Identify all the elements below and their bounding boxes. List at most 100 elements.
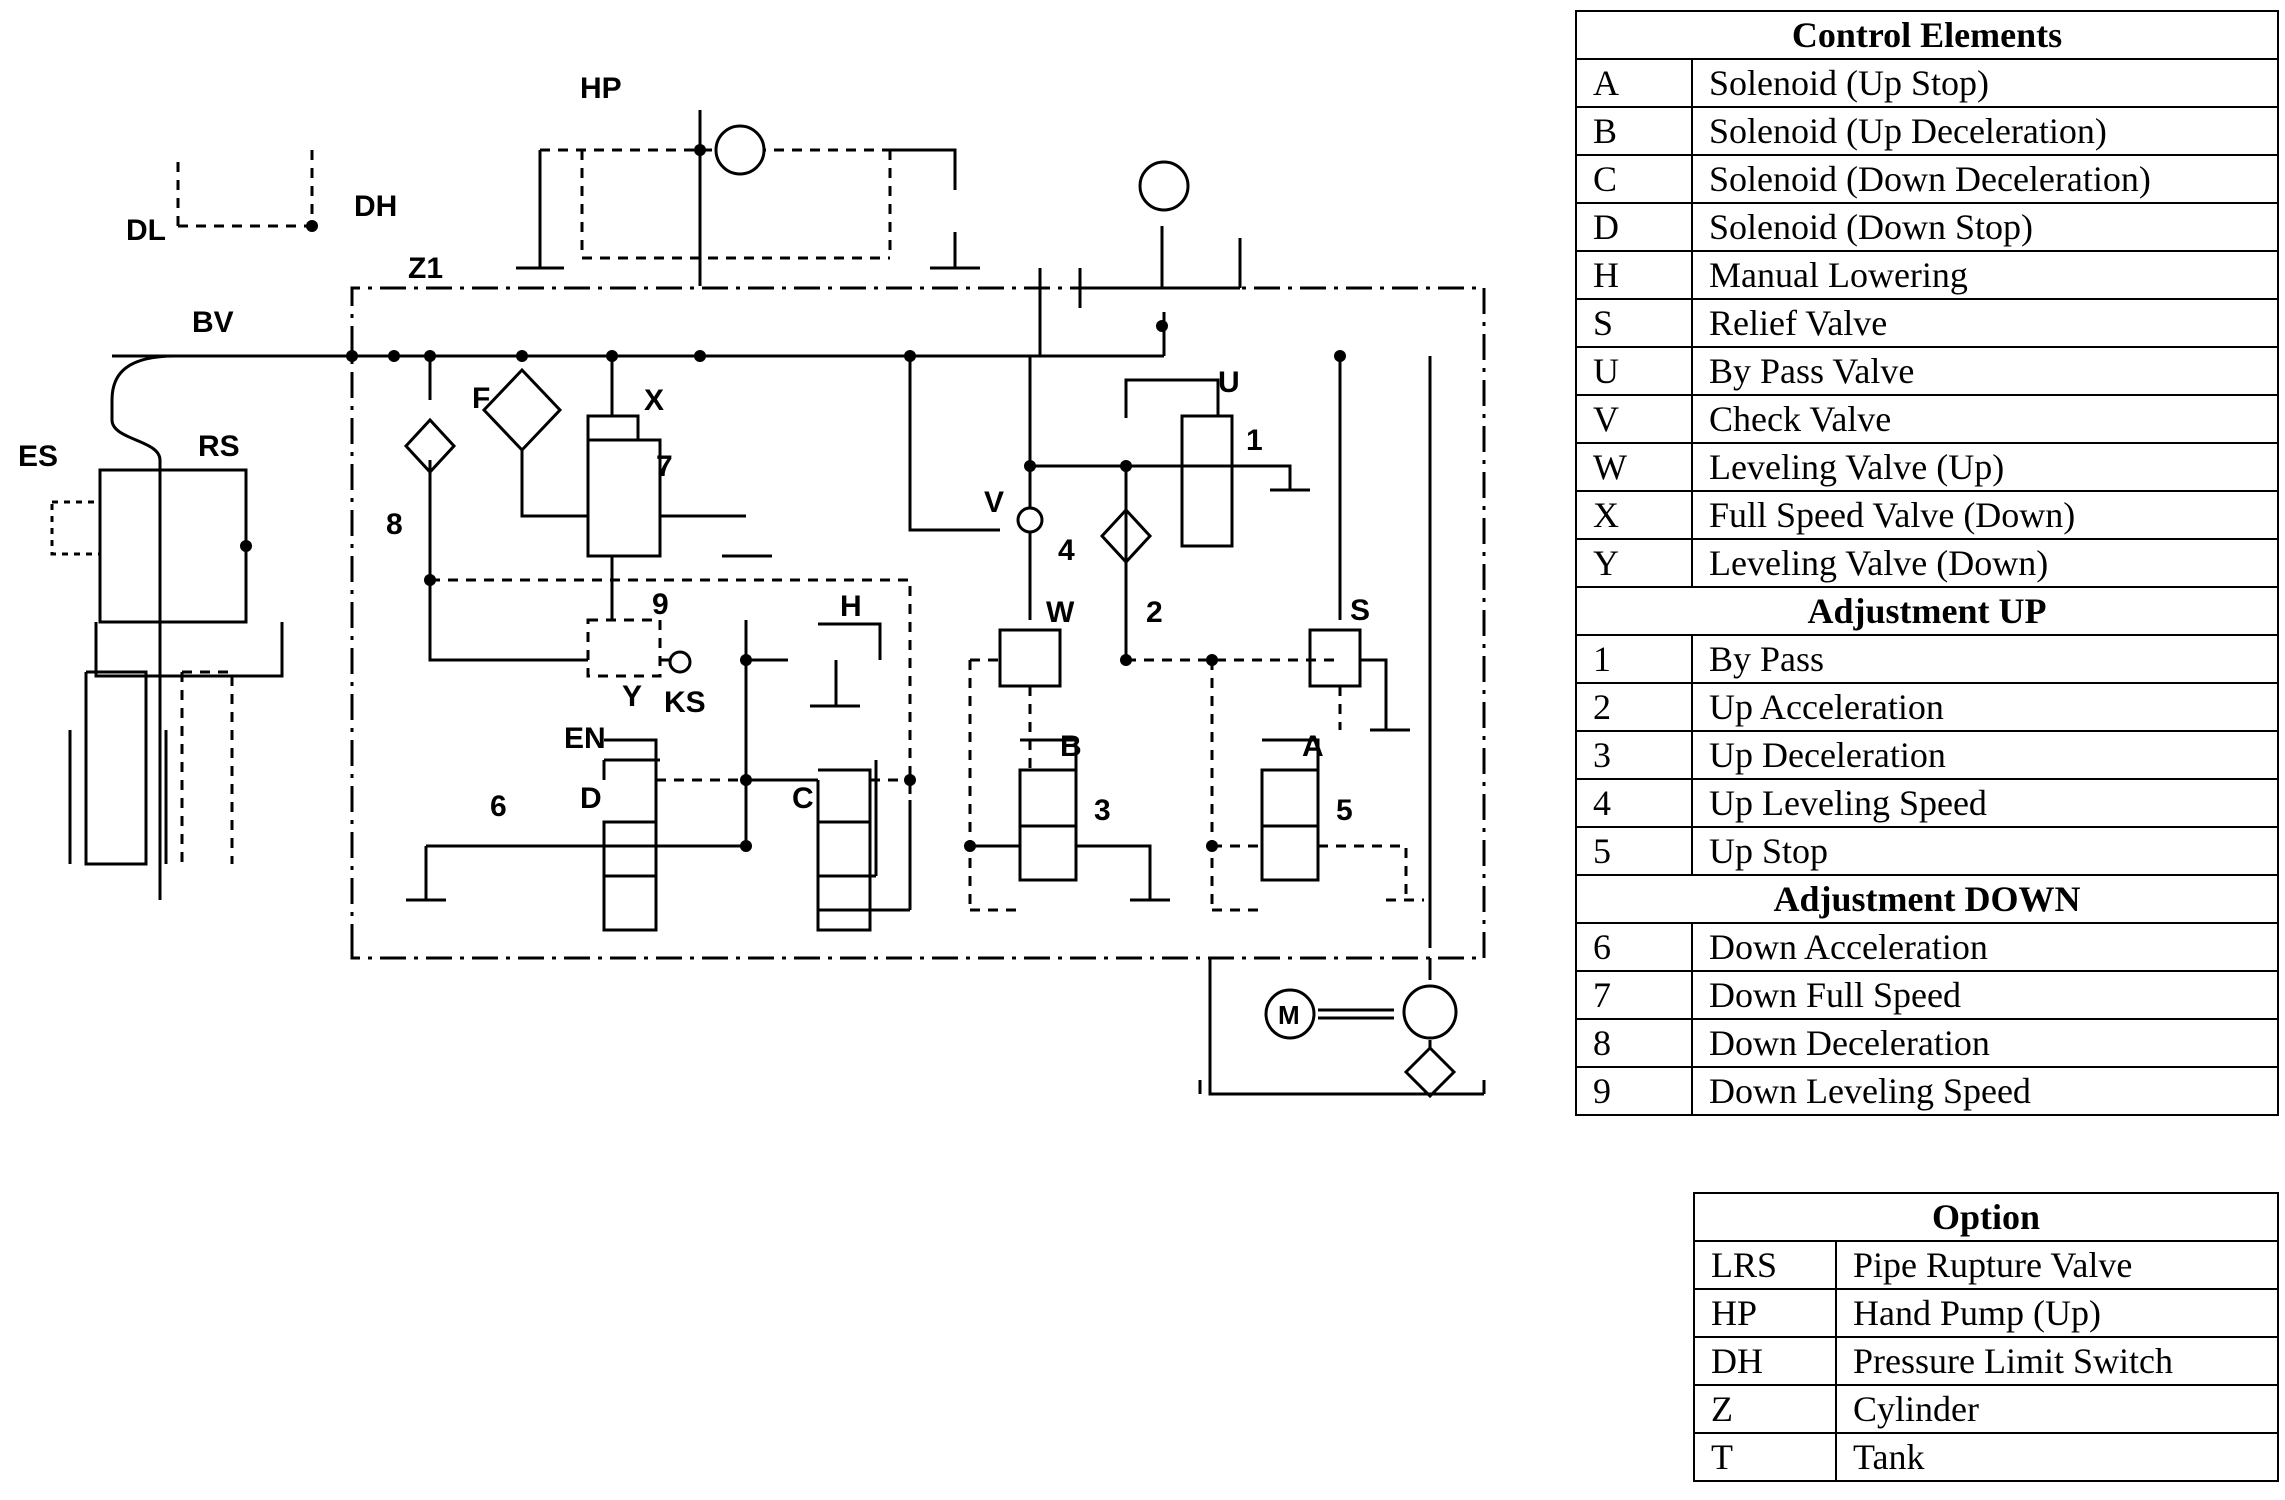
row-code: U [1575,346,1693,396]
hydraulic-schematic: HP DL DH Z1 BV ES RS F X 7 8 9 Y KS H EN… [18,72,1486,1099]
label-y: Y [622,680,642,713]
row-code: D [1575,202,1693,252]
row-code: 1 [1575,634,1693,684]
label-es: ES [18,440,58,473]
row-description: Solenoid (Down Deceleration) [1691,154,2279,204]
row-description: Solenoid (Up Stop) [1691,58,2279,108]
row-code: 7 [1575,970,1693,1020]
row-description: Tank [1835,1432,2279,1482]
row-code: Z [1693,1384,1837,1434]
label-8: 8 [386,508,403,541]
label-4: 4 [1058,534,1075,567]
row-code: DH [1693,1336,1837,1386]
row-code: HP [1693,1288,1837,1338]
row-description: Full Speed Valve (Down) [1691,490,2279,540]
label-v: V [984,486,1004,519]
row-description: Down Full Speed [1691,970,2279,1020]
label-7: 7 [656,450,673,483]
label-rs: RS [198,430,240,463]
label-d: D [580,782,602,815]
row-description: Solenoid (Down Stop) [1691,202,2279,252]
row-code: 8 [1575,1018,1693,1068]
row-description: Up Deceleration [1691,730,2279,780]
row-code: 4 [1575,778,1693,828]
row-description: Cylinder [1835,1384,2279,1434]
label-hp: HP [580,72,622,105]
row-code: C [1575,154,1693,204]
row-code: X [1575,490,1693,540]
label-bv: BV [192,306,234,339]
label-dl: DL [126,214,166,247]
label-h: H [840,590,862,623]
row-code: W [1575,442,1693,492]
label-2: 2 [1146,596,1163,629]
label-s: S [1350,594,1370,627]
row-description: Manual Lowering [1691,250,2279,300]
adjustment-up-title: Adjustment UP [1575,586,2279,636]
row-code: S [1575,298,1693,348]
label-m: M [1278,1000,1300,1030]
row-code: 5 [1575,826,1693,876]
row-description: Up Acceleration [1691,682,2279,732]
label-ks: KS [664,686,706,719]
row-code: V [1575,394,1693,444]
row-code: 2 [1575,682,1693,732]
label-b: B [1060,730,1082,763]
row-code: H [1575,250,1693,300]
adjustment-down-title: Adjustment DOWN [1575,874,2279,924]
row-description: Down Acceleration [1691,922,2279,972]
row-description: Down Leveling Speed [1691,1066,2279,1116]
row-description: Down Deceleration [1691,1018,2279,1068]
row-description: Solenoid (Up Deceleration) [1691,106,2279,156]
row-description: Leveling Valve (Up) [1691,442,2279,492]
label-6: 6 [490,790,507,823]
label-c: C [792,782,814,815]
row-description: Hand Pump (Up) [1835,1288,2279,1338]
row-description: Relief Valve [1691,298,2279,348]
row-code: LRS [1693,1240,1837,1290]
label-1: 1 [1246,424,1263,457]
label-f: F [472,382,490,415]
label-z1: Z1 [408,252,443,285]
label-5: 5 [1336,794,1353,827]
row-code: Y [1575,538,1693,588]
row-description: By Pass [1691,634,2279,684]
row-description: By Pass Valve [1691,346,2279,396]
label-dh: DH [354,190,397,223]
label-9: 9 [652,588,669,621]
row-code: B [1575,106,1693,156]
row-description: Pressure Limit Switch [1835,1336,2279,1386]
row-description: Check Valve [1691,394,2279,444]
label-x: X [644,384,664,417]
row-description: Pipe Rupture Valve [1835,1240,2279,1290]
label-u: U [1218,366,1240,399]
control-elements-title: Control Elements [1575,10,2279,60]
row-description: Up Stop [1691,826,2279,876]
label-a: A [1302,730,1324,763]
label-3: 3 [1094,794,1111,827]
